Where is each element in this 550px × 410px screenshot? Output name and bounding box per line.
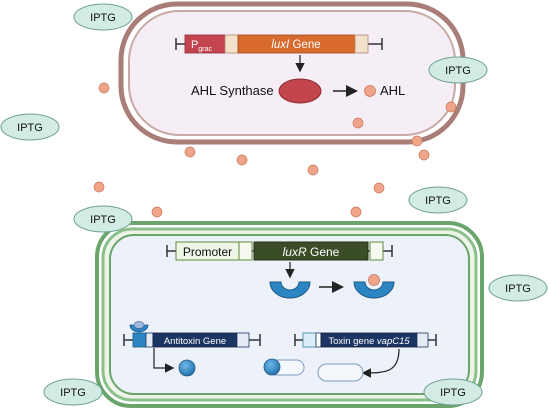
bottom-cell-inner-wall (109, 234, 470, 395)
antitoxin-expression-arrow-icon (153, 348, 175, 373)
ahl-dot-icon (93, 181, 105, 193)
iptg-label: IPTG (505, 283, 531, 295)
ahl-dots (93, 82, 473, 243)
ahl-dot-icon (98, 82, 110, 94)
toxin-expression-arrow-icon (361, 348, 400, 378)
ahl-dot-icon (307, 164, 319, 176)
iptg-badges: IPTG IPTG IPTG IPTG IPTG IPTG IPTG IPTG (0, 3, 548, 406)
antitoxin-gene-label: Antitoxin Gene (164, 336, 226, 347)
ahl-dot-icon (350, 206, 362, 218)
rbs-box-top (224, 34, 239, 54)
bound-ahl-molecule-icon (368, 274, 380, 286)
luxr-receptor-icon (269, 281, 311, 299)
iptg-badge: IPTG (73, 3, 133, 31)
toxin-promoter-box (302, 332, 317, 348)
top-cell: Pgrac luxI Gene AHL Synthase AHL (118, 1, 466, 145)
luxr-bound-receptor-icon (353, 281, 395, 299)
iptg-badge: IPTG (488, 274, 548, 302)
toxin-protein-icon (317, 363, 364, 382)
iptg-badge: IPTG (0, 113, 60, 141)
ahl-dot-icon (445, 101, 457, 113)
iptg-label: IPTG (445, 65, 471, 77)
terminator-box-bottom (369, 241, 384, 261)
ahl-dot-icon (184, 146, 196, 158)
bottom-cell: Promoter luxR Gene Antitoxin Gene Toxi (95, 221, 484, 408)
toxin-rbs-box (315, 332, 322, 348)
antitoxin-promoter-box (132, 332, 147, 348)
iptg-badge: IPTG (423, 378, 483, 406)
antitoxin-terminator-box (236, 332, 250, 348)
iptg-label: IPTG (60, 387, 86, 399)
ta-complex-antitoxin-icon (263, 358, 281, 376)
luxr-gene-box (253, 241, 369, 261)
antitoxin-rbs-box (145, 332, 154, 348)
ahl-dot-icon (418, 149, 430, 161)
iptg-label: IPTG (17, 122, 43, 134)
iptg-label: IPTG (440, 387, 466, 399)
iptg-badge: IPTG (408, 186, 468, 214)
ahl-dot-icon (411, 135, 423, 147)
ahl-dot-icon (151, 206, 163, 218)
ahl-dot-icon (352, 117, 364, 129)
regulator-cap-icon (133, 321, 145, 329)
ahl-product-label: AHL (380, 83, 405, 98)
ahl-synthase-label: AHL Synthase (191, 83, 274, 98)
ahl-molecule-icon (364, 85, 376, 97)
luxr-gene-label: luxR Gene (283, 245, 340, 259)
toxin-terminator-box (416, 332, 429, 348)
iptg-label: IPTG (425, 195, 451, 207)
luxi-gene-label: luxI Gene (271, 39, 320, 51)
ahl-dot-icon (236, 154, 248, 166)
pgrac-promoter-label: Pgrac (191, 39, 212, 53)
antitoxin-protein-icon (178, 359, 196, 377)
iptg-badge: IPTG (428, 56, 488, 84)
ahl-dot-icon (373, 182, 385, 194)
iptg-label: IPTG (90, 12, 116, 24)
iptg-label: IPTG (90, 214, 116, 226)
terminator-box-top (354, 34, 369, 54)
rbs-box-bottom (238, 241, 253, 261)
toxin-gene-label: Toxin gene vapC15 (328, 336, 410, 347)
promoter-label: Promoter (183, 245, 232, 259)
iptg-badge: IPTG (73, 205, 133, 233)
top-cell-inner-wall (128, 10, 456, 136)
iptg-badge: IPTG (43, 378, 103, 406)
ahl-synthase-protein-icon (278, 78, 322, 104)
